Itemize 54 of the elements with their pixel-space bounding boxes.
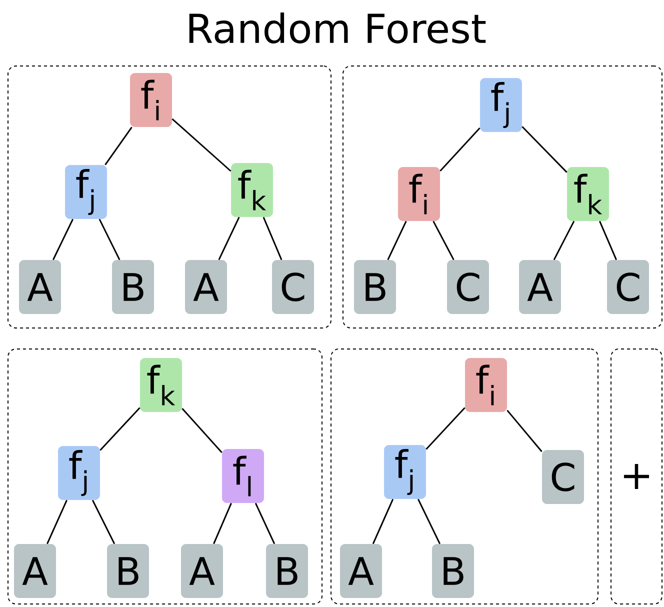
feature-box: f$_{k}$ [567, 166, 609, 221]
tree-branch [182, 408, 222, 453]
leaf-box: A [519, 260, 561, 314]
feature-box: f$_{k}$ [231, 163, 273, 217]
feature-box: f$_{i}$ [398, 166, 440, 221]
leaf-box: A [185, 260, 227, 314]
tree-panel [330, 348, 598, 604]
tree-branch [262, 216, 282, 260]
leaf-box: B [107, 544, 149, 598]
feature-box: f$_{l}$ [222, 448, 264, 503]
plus-panel: + [610, 348, 662, 604]
tree-branch [46, 500, 68, 544]
feature-box: f$_{i}$ [130, 73, 172, 127]
tree-branch [213, 502, 232, 544]
tree-branch [254, 502, 276, 544]
leaf-box: B [354, 260, 396, 314]
tree-branch [172, 118, 232, 172]
feature-box: f$_{j}$ [384, 444, 426, 499]
tree-branch [100, 407, 140, 451]
leaf-box: A [181, 544, 223, 598]
leaf-box: B [266, 544, 308, 598]
tree-panel [342, 66, 662, 328]
tree-branch [553, 220, 575, 260]
feature-box: f$_{j}$ [65, 165, 107, 219]
tree-branch [599, 220, 617, 260]
tree-panel [8, 66, 332, 328]
leaf-box: A [14, 544, 56, 598]
leaf-box: B [112, 260, 154, 314]
tree-branch [522, 126, 568, 173]
tree-panel [8, 348, 322, 604]
tree-branch [426, 407, 466, 450]
tree-branch [372, 498, 394, 544]
tree-branch [98, 218, 120, 260]
feature-box: f$_{j}$ [480, 78, 522, 132]
leaf-box: C [272, 260, 314, 314]
leaf-box: C [542, 450, 584, 504]
leaf-box: A [19, 260, 61, 314]
leaf-box: A [340, 544, 382, 598]
leaf-box: C [447, 260, 489, 314]
tree-branch [104, 126, 132, 166]
feature-box: f$_{i}$ [465, 358, 507, 412]
leaf-box: C [607, 260, 649, 314]
tree-branch [387, 220, 407, 260]
tree-branch [218, 216, 240, 260]
leaf-box: B [432, 544, 474, 598]
tree-branch [92, 500, 116, 544]
feature-box: f$_{k}$ [140, 358, 182, 412]
tree-branch [52, 218, 74, 260]
tree-branch [506, 410, 542, 452]
tree-branch [440, 127, 480, 172]
tree-branch [418, 498, 440, 544]
tree-branch [432, 220, 454, 260]
feature-box: f$_{j}$ [58, 446, 100, 500]
title: Random Forest [189, 12, 486, 44]
